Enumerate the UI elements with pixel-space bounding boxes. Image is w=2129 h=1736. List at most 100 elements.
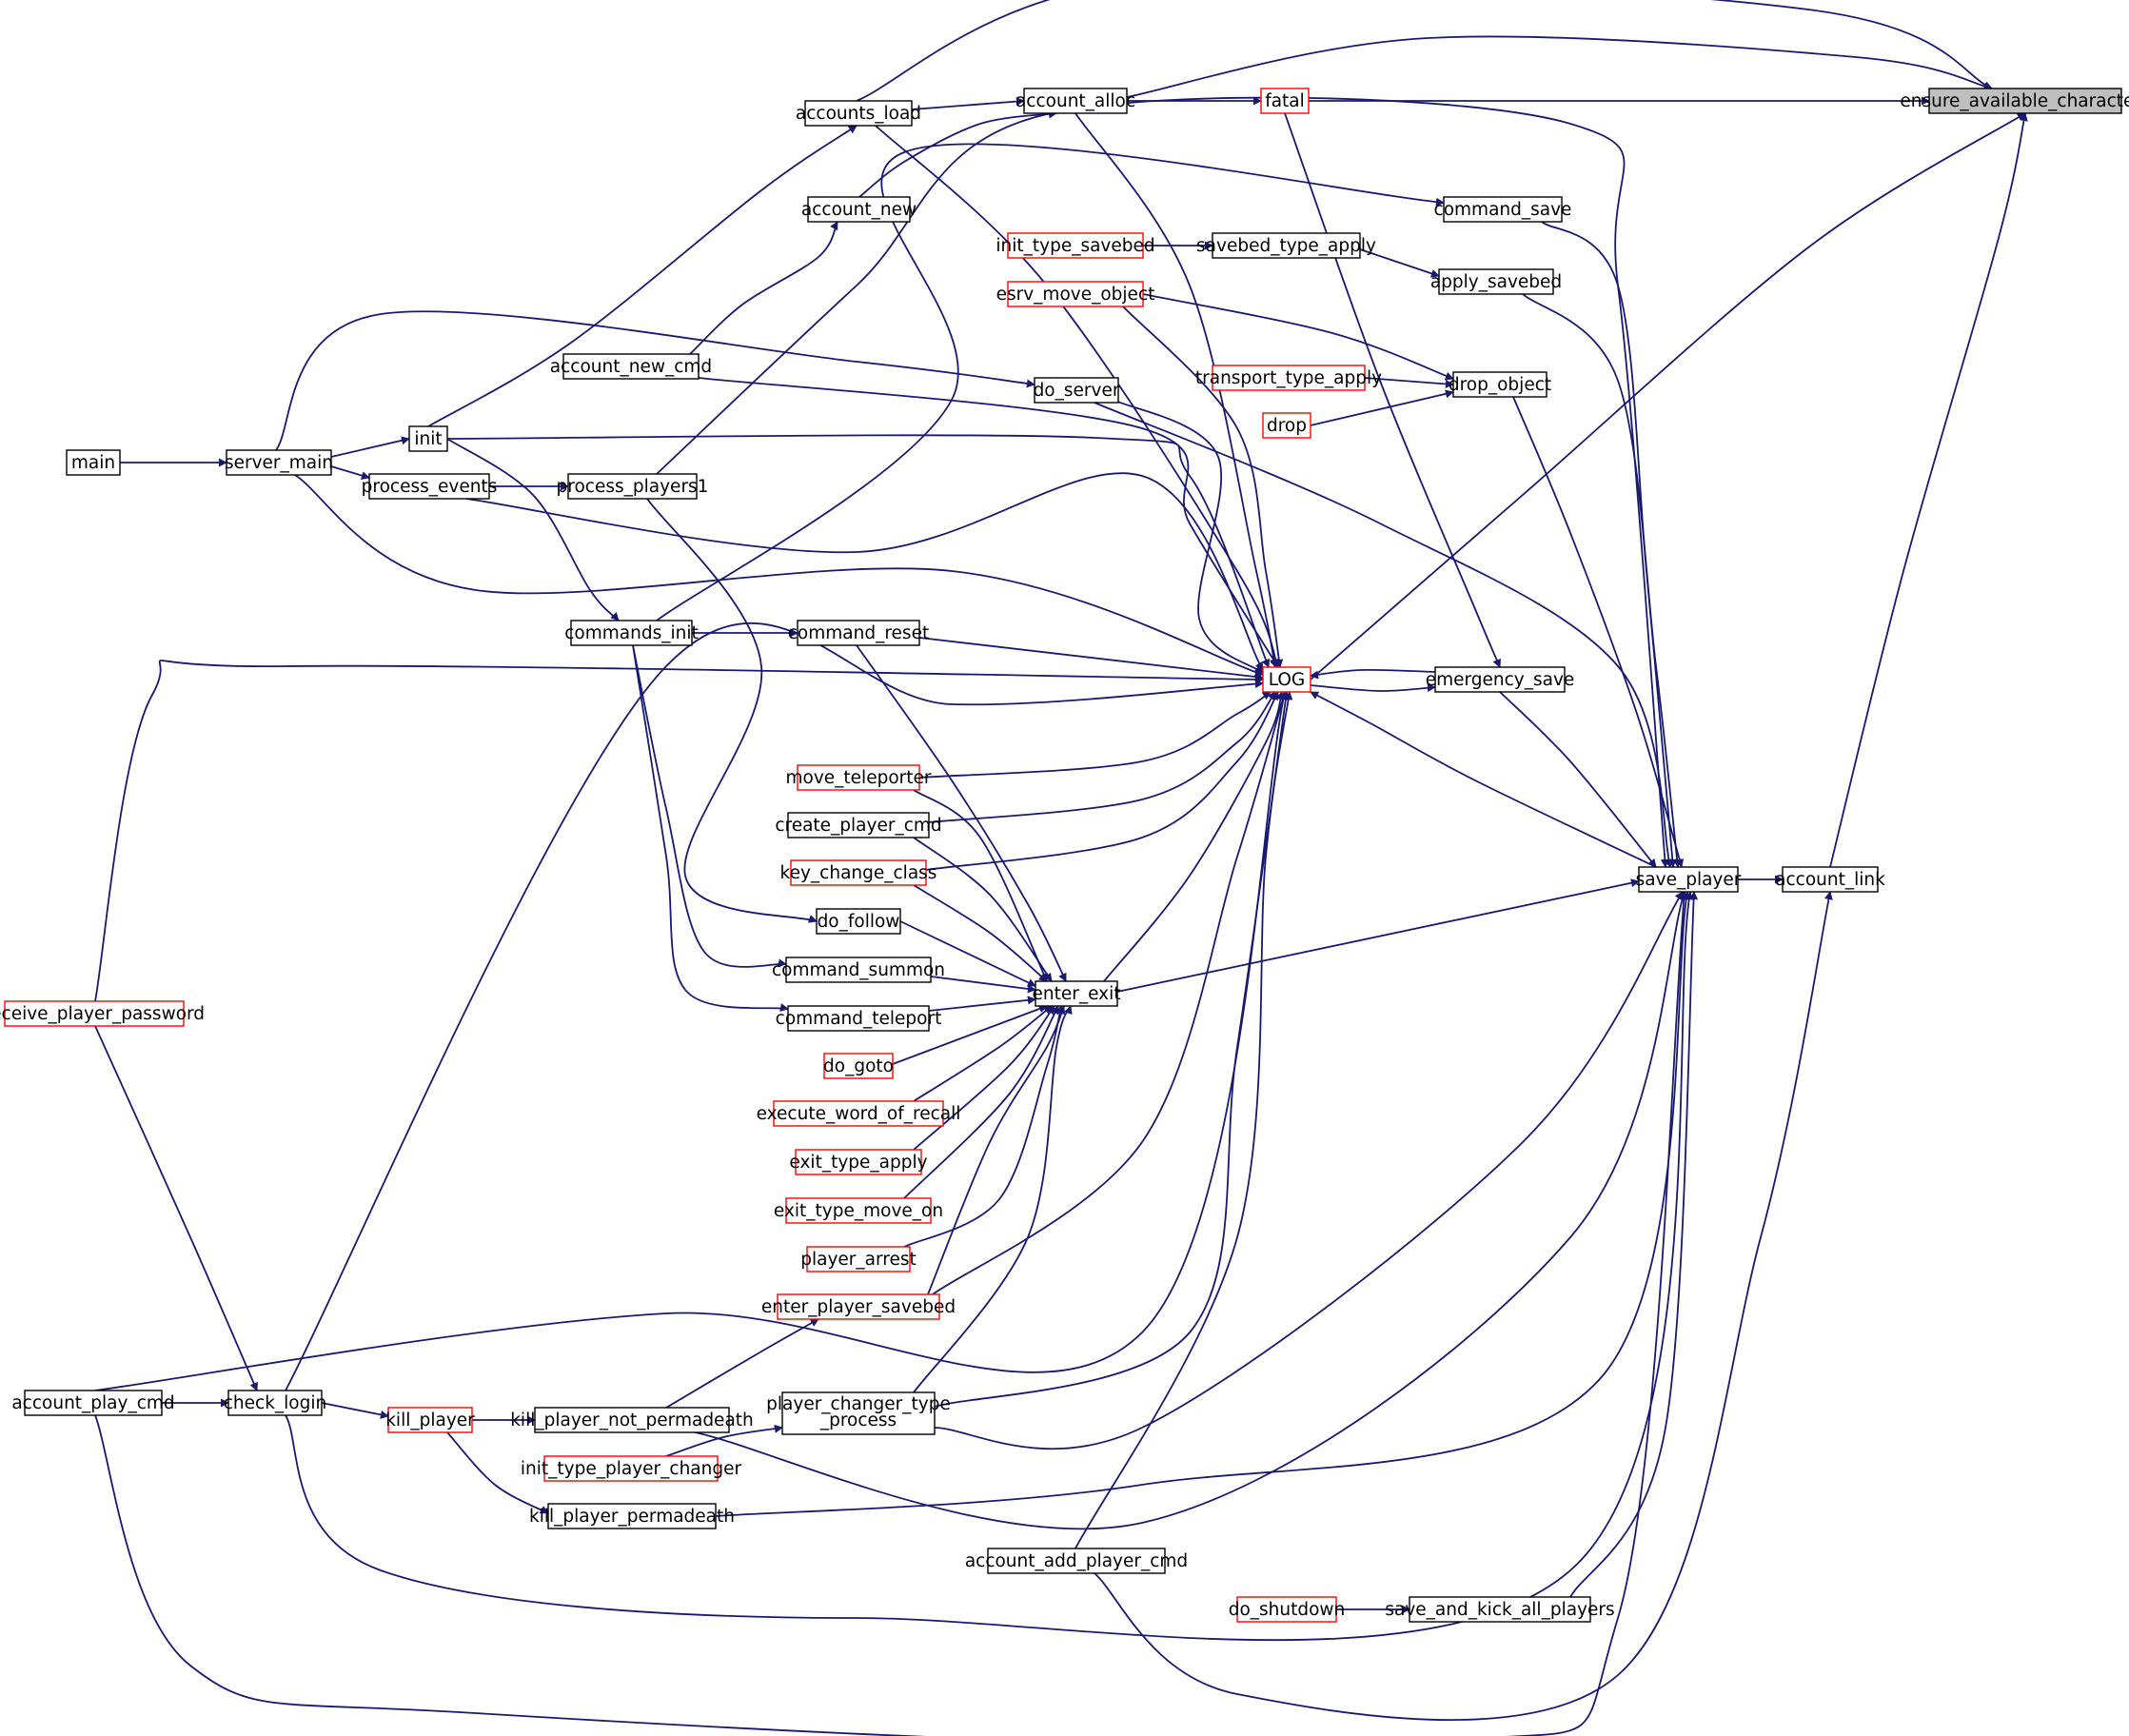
node-box[interactable] <box>567 473 698 500</box>
node-box[interactable] <box>1782 866 1879 893</box>
node-account_add_player_cmd[interactable]: account_add_player_cmd <box>965 1548 1188 1574</box>
node-kill_player[interactable]: kill_player <box>385 1407 475 1433</box>
node-box[interactable] <box>1007 281 1144 307</box>
node-do_follow[interactable]: do_follow <box>816 908 901 935</box>
node-box[interactable] <box>1035 980 1118 1007</box>
node-transport_type_apply[interactable]: transport_type_apply <box>1195 365 1382 391</box>
node-fatal[interactable]: fatal <box>1260 88 1310 114</box>
node-do_server[interactable]: do_server <box>1034 377 1120 404</box>
node-check_login[interactable]: check_login <box>224 1390 326 1416</box>
node-player_changer_type_process[interactable]: player_changer_type_process <box>766 1391 951 1435</box>
node-box[interactable] <box>804 100 913 127</box>
node-command_reset[interactable]: command_reset <box>788 620 929 646</box>
node-box[interactable] <box>1434 666 1566 693</box>
node-box[interactable] <box>227 1390 323 1416</box>
node-box[interactable] <box>1452 371 1547 398</box>
node-emergency_save[interactable]: emergency_save <box>1426 666 1575 693</box>
node-box[interactable] <box>987 1548 1166 1574</box>
node-box[interactable] <box>823 1053 894 1079</box>
node-kill_player_permadeath[interactable]: kill_player_permadeath <box>529 1503 735 1529</box>
node-init_type_savebed[interactable]: init_type_savebed <box>996 232 1155 259</box>
node-box[interactable] <box>1443 196 1563 223</box>
node-box[interactable] <box>1262 412 1311 439</box>
node-key_change_class[interactable]: key_change_class <box>780 859 937 886</box>
node-main[interactable]: main <box>66 449 121 476</box>
node-account_link[interactable]: account_link <box>1775 866 1885 893</box>
node-box[interactable] <box>24 1390 163 1416</box>
node-player_arrest[interactable]: player_arrest <box>800 1246 917 1272</box>
node-box[interactable] <box>543 1455 719 1482</box>
node-box[interactable] <box>781 1391 936 1435</box>
node-account_new[interactable]: account_new <box>801 196 917 223</box>
node-box[interactable] <box>387 1407 473 1433</box>
node-drop_object[interactable]: drop_object <box>1449 371 1551 398</box>
node-box[interactable] <box>777 1293 940 1320</box>
node-receive_player_password[interactable]: receive_player_password <box>0 1000 205 1027</box>
node-box[interactable] <box>816 908 901 935</box>
node-commands_init[interactable]: commands_init <box>564 620 699 646</box>
node-box[interactable] <box>785 957 932 983</box>
node-box[interactable] <box>534 1407 730 1433</box>
node-box[interactable] <box>1928 88 2122 114</box>
node-box[interactable] <box>1007 232 1144 259</box>
node-account_play_cmd[interactable]: account_play_cmd <box>11 1390 175 1416</box>
node-move_teleporter[interactable]: move_teleporter <box>786 764 932 791</box>
node-box[interactable] <box>562 353 700 380</box>
node-process_events[interactable]: process_events <box>362 473 498 500</box>
node-box[interactable] <box>1262 666 1311 693</box>
node-enter_player_savebed[interactable]: enter_player_savebed <box>761 1293 956 1320</box>
node-exit_type_move_on[interactable]: exit_type_move_on <box>774 1197 943 1224</box>
node-box[interactable] <box>773 1100 944 1127</box>
node-LOG[interactable]: LOG <box>1262 666 1311 693</box>
node-esrv_move_object[interactable]: esrv_move_object <box>996 281 1155 307</box>
node-box[interactable] <box>1638 866 1739 893</box>
node-box[interactable] <box>408 425 448 452</box>
node-savebed_type_apply[interactable]: savebed_type_apply <box>1196 232 1376 259</box>
node-box[interactable] <box>1023 88 1128 114</box>
node-save_and_kick_all_players[interactable]: save_and_kick_all_players <box>1385 1596 1615 1623</box>
node-enter_exit[interactable]: enter_exit <box>1033 980 1121 1007</box>
node-exit_type_apply[interactable]: exit_type_apply <box>789 1149 928 1175</box>
node-create_player_cmd[interactable]: create_player_cmd <box>775 812 942 838</box>
node-box[interactable] <box>570 620 693 646</box>
node-box[interactable] <box>226 449 332 476</box>
node-process_players1[interactable]: process_players1 <box>557 473 709 500</box>
node-box[interactable] <box>807 196 911 223</box>
node-do_shutdown[interactable]: do_shutdown <box>1229 1596 1346 1623</box>
node-save_player[interactable]: save_player <box>1636 866 1742 893</box>
node-server_main[interactable]: server_main <box>225 449 333 476</box>
node-command_save[interactable]: command_save <box>1434 196 1572 223</box>
node-box[interactable] <box>4 1000 185 1027</box>
node-box[interactable] <box>795 1149 922 1175</box>
node-init[interactable]: init <box>408 425 448 452</box>
node-execute_word_of_recall[interactable]: execute_word_of_recall <box>757 1100 961 1127</box>
node-box[interactable] <box>1438 268 1554 295</box>
node-ensure_available_characters[interactable]: ensure_available_characters <box>1900 88 2129 114</box>
node-accounts_load[interactable]: accounts_load <box>796 100 921 127</box>
node-box[interactable] <box>787 812 930 838</box>
node-box[interactable] <box>797 764 920 791</box>
node-box[interactable] <box>547 1503 717 1529</box>
node-box[interactable] <box>1034 377 1119 404</box>
node-account_new_cmd[interactable]: account_new_cmd <box>550 353 712 380</box>
node-box[interactable] <box>787 1005 930 1032</box>
node-do_goto[interactable]: do_goto <box>823 1053 894 1079</box>
node-drop[interactable]: drop <box>1262 412 1311 439</box>
node-box[interactable] <box>1212 365 1366 391</box>
node-kill_player_not_permadeath[interactable]: kill_player_not_permadeath <box>510 1407 754 1433</box>
node-account_alloc[interactable]: account_alloc <box>1015 88 1135 114</box>
node-box[interactable] <box>797 620 920 646</box>
node-box[interactable] <box>1260 88 1310 114</box>
node-command_teleport[interactable]: command_teleport <box>776 1005 942 1032</box>
node-box[interactable] <box>1409 1596 1591 1623</box>
node-box[interactable] <box>806 1246 911 1272</box>
node-box[interactable] <box>1212 232 1361 259</box>
node-box[interactable] <box>785 1197 932 1224</box>
node-box[interactable] <box>66 449 121 476</box>
node-box[interactable] <box>1236 1596 1337 1623</box>
node-apply_savebed[interactable]: apply_savebed <box>1430 268 1562 295</box>
node-box[interactable] <box>790 859 927 886</box>
node-box[interactable] <box>368 473 490 500</box>
node-init_type_player_changer[interactable]: init_type_player_changer <box>521 1455 742 1482</box>
node-command_summon[interactable]: command_summon <box>772 957 945 983</box>
